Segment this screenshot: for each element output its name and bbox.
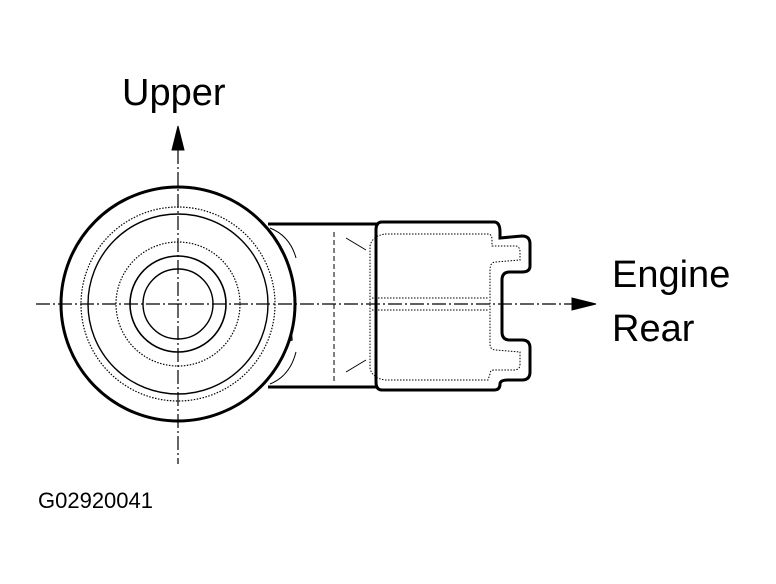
connector-inner-contour [369,233,521,381]
engine-label: Engine [612,254,731,296]
neck-curve-lower [269,351,297,385]
rear-label: Rear [612,308,695,350]
upper-label: Upper [122,72,226,114]
upper-arrowhead [171,125,185,151]
neck-flare-lower [345,359,367,373]
connector-housing [374,220,532,392]
figure-code: G02920041 [38,488,153,513]
neck-curve-upper [269,227,297,259]
connector-body [268,220,532,392]
rear-arrowhead [571,297,597,311]
neck-flare-upper [345,237,367,251]
axes [36,125,597,464]
